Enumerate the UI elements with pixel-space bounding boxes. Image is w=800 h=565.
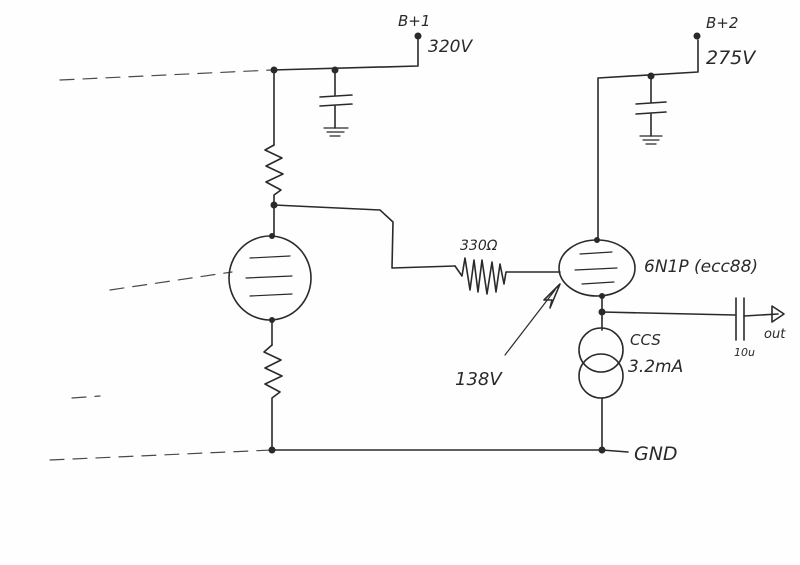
decoupling-capacitor-1	[319, 69, 353, 137]
plate-resistor-1	[264, 69, 284, 205]
input-line-bottom	[49, 449, 273, 461]
output-label: out	[764, 327, 786, 342]
bplus1-rail	[271, 37, 419, 71]
decoupling-capacitor-2	[635, 75, 667, 145]
node-gnd-right	[598, 446, 606, 454]
bplus2-terminal	[693, 32, 701, 40]
bplus1-terminal	[414, 32, 422, 40]
ccs-current-label: 3.2mA	[628, 357, 683, 377]
output-capacitor	[735, 297, 785, 341]
grid-stopper-resistor	[454, 257, 561, 295]
input-line-top	[59, 69, 273, 81]
ground-rail	[271, 449, 629, 453]
grid-stopper-value: 330Ω	[460, 238, 498, 254]
current-source	[578, 317, 624, 451]
grid-voltage-label: 138V	[455, 369, 503, 390]
grid-voltage-arrow	[504, 283, 561, 356]
ground-label: GND	[634, 443, 678, 465]
input-line-grid	[109, 271, 233, 291]
bplus2-label: B+2	[706, 14, 738, 32]
tube-6n1p	[558, 237, 636, 299]
capacitor-value: 10u	[734, 346, 755, 359]
cathode-resistor-1	[263, 319, 283, 451]
coupling-wire	[273, 204, 456, 269]
bplus2-voltage: 275V	[706, 47, 757, 69]
bplus1-label: B+1	[398, 12, 430, 30]
input-line-mid	[71, 395, 101, 399]
ccs-name-label: CCS	[630, 331, 661, 349]
tube-1	[228, 204, 312, 323]
tube-type-label: 6N1P (ecc88)	[644, 257, 758, 277]
bplus1-voltage: 320V	[428, 37, 473, 57]
output-wire	[601, 295, 736, 319]
